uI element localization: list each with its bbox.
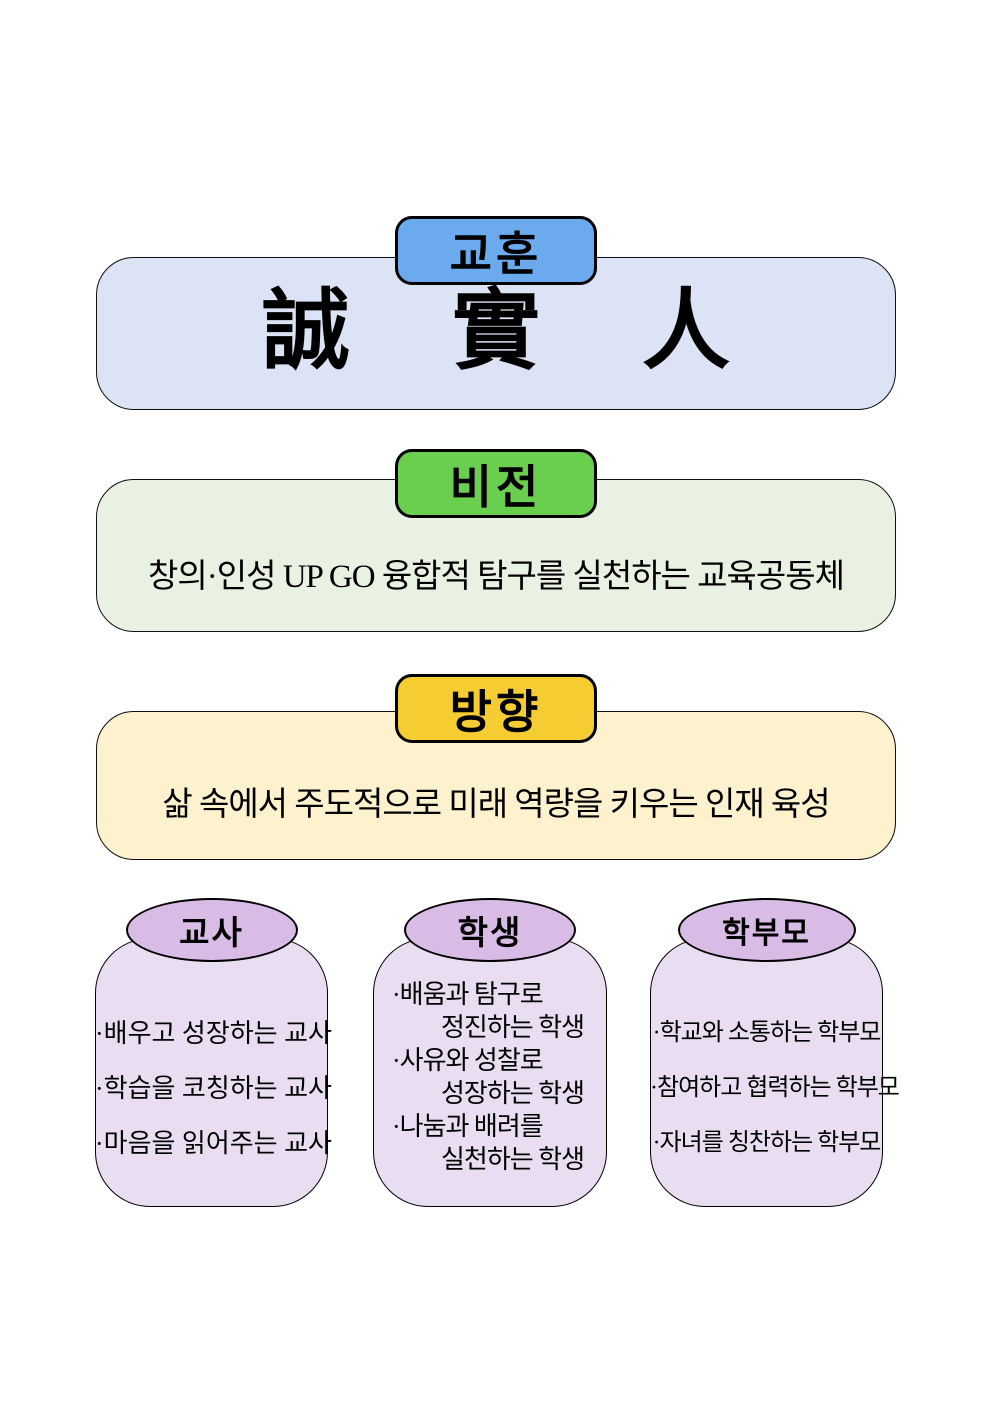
direction-badge: 방향: [395, 674, 597, 743]
group-student-box: [373, 938, 607, 1207]
group-teacher-lines: ·배우고 성장하는 교사 ·학습을 코칭하는 교사 ·마음을 읽어주는 교사: [95, 1006, 332, 1171]
group-student: 학생 ·배움과 탐구로 정진하는 학생 ·사유와 성찰로 성장하는 학생 ·나눔…: [373, 898, 607, 1207]
direction-panel: 삶 속에서 주도적으로 미래 역량을 키우는 인재 육성: [96, 711, 896, 860]
list-item: ·사유와 성찰로: [392, 1046, 544, 1075]
group-parent-title: 학부모: [677, 898, 856, 962]
group-parent: 학부모 ·학교와 소통하는 학부모 ·참여하고 협력하는 학부모 ·자녀를 칭찬…: [650, 898, 900, 1207]
list-item: ·참여하고 협력하는 학부모: [650, 1075, 900, 1101]
list-item: ·마음을 읽어주는 교사: [95, 1129, 332, 1158]
list-item: 정진하는 학생: [441, 1013, 585, 1042]
group-teacher-title: 교사: [125, 898, 298, 962]
list-item: ·배움과 탐구로: [392, 980, 544, 1009]
list-item: ·학습을 코칭하는 교사: [95, 1074, 332, 1103]
list-item: 실천하는 학생: [441, 1145, 585, 1174]
list-item: ·배우고 성장하는 교사: [95, 1019, 332, 1048]
motto-badge: 교훈: [395, 216, 597, 285]
list-item: ·학교와 소통하는 학부모: [652, 1020, 882, 1046]
list-item: ·나눔과 배려를: [392, 1112, 544, 1141]
group-parent-box: [650, 938, 883, 1207]
vision-text: 창의·인성 UP GO 융합적 탐구를 실천하는 교육공동체: [148, 559, 845, 595]
group-teacher-box: [95, 938, 328, 1207]
group-student-lines: ·배움과 탐구로 정진하는 학생 ·사유와 성찰로 성장하는 학생 ·나눔과 배…: [373, 978, 607, 1176]
list-item: 성장하는 학생: [441, 1079, 585, 1108]
list-item: ·자녀를 칭찬하는 학부모: [652, 1130, 882, 1156]
group-teacher: 교사 ·배우고 성장하는 교사 ·학습을 코칭하는 교사 ·마음을 읽어주는 교…: [95, 898, 332, 1207]
group-student-title: 학생: [404, 898, 576, 962]
group-parent-lines: ·학교와 소통하는 학부모 ·참여하고 협력하는 학부모 ·자녀를 칭찬하는 학…: [650, 1006, 900, 1171]
direction-text: 삶 속에서 주도적으로 미래 역량을 키우는 인재 육성: [162, 787, 830, 823]
motto-text: 誠 實 人: [261, 284, 730, 381]
vision-badge: 비전: [395, 449, 597, 518]
